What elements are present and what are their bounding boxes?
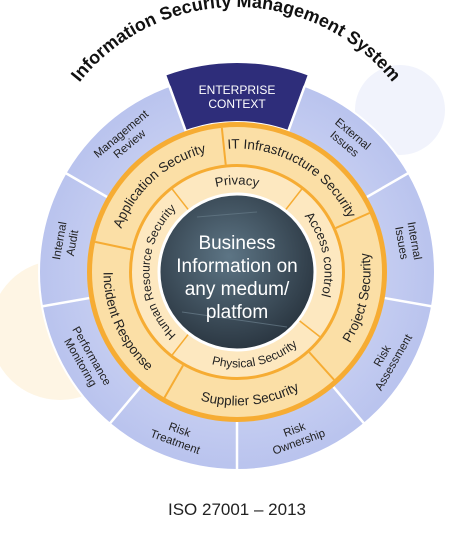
isms-wheel: ENTERPRISECONTEXTExternalIssuesInternalI… <box>0 0 445 471</box>
svg-text:Issues: Issues <box>392 226 410 261</box>
inner-separator <box>171 333 190 356</box>
photo-detail <box>196 211 258 218</box>
center-photo-placeholder <box>157 192 317 352</box>
outer-separator <box>332 386 366 425</box>
enterprise-context-label: ENTERPRISE <box>199 83 276 97</box>
middle-separator <box>335 212 370 229</box>
outer-separator <box>64 171 108 199</box>
outer-separator <box>384 296 433 308</box>
iso-standard-label: ISO 27001 – 2013 <box>167 500 306 519</box>
enterprise-context-label: CONTEXT <box>208 97 266 111</box>
outer-separator <box>287 85 306 132</box>
outer-separator <box>108 386 142 425</box>
outer-separator <box>366 171 410 199</box>
middle-separator <box>220 127 227 165</box>
middle-separator <box>163 365 184 399</box>
middle-separator <box>94 240 132 251</box>
inner-separator <box>284 188 303 211</box>
inner-security-label: Privacy <box>214 172 262 190</box>
svg-text:Audit: Audit <box>65 228 82 257</box>
photo-detail <box>181 311 288 328</box>
outer-separator <box>41 296 90 308</box>
center-label: Information on <box>176 256 297 277</box>
center-label: any medum/ <box>185 279 290 300</box>
middle-separator <box>308 351 335 381</box>
outer-separator <box>168 85 187 132</box>
inner-separator <box>171 188 190 211</box>
center-label: platfom <box>206 302 268 323</box>
inner-separator <box>298 319 321 338</box>
enterprise-context-segment <box>163 61 311 133</box>
center-label: Business <box>198 233 275 254</box>
